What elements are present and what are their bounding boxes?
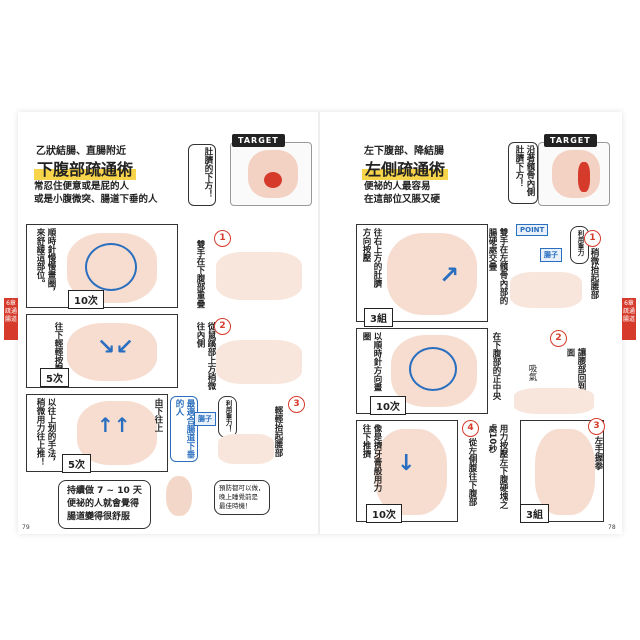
left-step3-label: 最適合腸道下垂的人 [170,396,198,462]
left-summary-aside: 預防都可以做， 晚上睡覺前是 最佳時機！ [214,480,270,515]
right-step3-count: 3組 [520,504,549,523]
left-step3-number: 3 [288,396,305,413]
left-step1-pose [216,252,302,300]
right-step2-bubble2: 以順時針方向畫圈 [361,332,382,392]
left-step3-bubble: 以往上划的手法，稍微用力往上推！ [35,398,56,466]
right-title: 左側疏通術 [362,156,449,180]
right-desc-1: 便祕的人最容易 [364,181,431,192]
right-step2-count: 10次 [370,396,406,415]
right-step1-pose [510,272,582,308]
right-target-highlight [578,162,590,192]
left-step1-text: 雙手在下腹部重疊 [195,240,205,308]
right-step3-text: 左手握拳 [593,436,603,470]
right-target-note: 沿著髖骨內側肚臍下方！ [508,142,538,204]
right-step2-text: 讓腰部回到地面 [565,348,586,399]
book-gutter [318,112,320,534]
right-step4-panel: ↓ [356,420,458,522]
left-step3-sticker: 利用重力！ [218,396,237,438]
right-step4-text: 從左側腹往下腹部 [467,438,477,506]
right-subhead: 左下腹部、降結腸 [364,146,444,157]
left-step3-count: 5次 [62,454,91,473]
left-target-note: 肚臍的下方！ [188,144,216,206]
left-desc-2: 或是小腹微突、腸道下垂的人 [34,194,158,205]
left-step1-circle-arrow [85,243,137,291]
right-point-label: POINT [516,224,549,236]
right-step4-number: 4 [462,420,479,437]
left-woman-illustration [166,476,192,516]
right-step1-number: 1 [584,230,601,247]
right-target-label: TARGET [544,134,597,147]
left-step2-number: 2 [214,318,231,335]
right-step1-text: 稍微抬起腰部 [589,248,599,299]
left-subhead: 乙狀結腸、直腸附近 [36,146,126,157]
right-step1-bubble: 雙手在左髖骨內部的腸硬處交疊 [487,228,508,305]
left-step3-sub: 由下往上 [153,398,163,432]
left-step2-bubble: 往下輕輕按壓 [53,322,63,373]
right-step1-illustration [387,233,477,315]
right-chapter-tab: 6章 疏通腸道 [622,298,636,340]
left-title: 下腹部疏通術 [34,156,137,180]
right-step1-panel: ↗ [356,224,488,322]
left-chapter-tab: 6章 疏通腸道 [4,298,18,340]
right-step1-bubble2: 往右上方的肚臍方向按壓 [361,228,382,288]
left-step3-panel: ↑↑ [26,394,168,472]
right-step2-circle-arrow [409,347,457,391]
left-step3-up-arrow-icon: ↑↑ [97,413,131,437]
right-point-sub: 腸子 [540,248,562,262]
left-step2-pose [216,340,302,384]
right-desc-2: 在這部位又脹又硬 [364,194,441,205]
right-page-number: 78 [608,524,616,531]
right-step2-breath: 吸氣 [527,364,537,381]
left-step3-pose [218,434,274,464]
right-target-illustration [552,150,600,198]
right-step3-number: 3 [588,418,605,435]
right-step2-number: 2 [550,330,567,347]
right-step1-count: 3組 [364,308,393,327]
left-step1-number: 1 [214,230,231,247]
left-desc-1: 常忍住便意或是屁的人 [34,181,130,192]
left-summary-note: 持續做 7 ~ 10 天 便祕的人就會覺得 腸道變得很舒服 [58,480,151,529]
right-step4-bubble: 像是擠牙膏般用力往下推擠 [361,424,382,492]
right-step2-pose [514,388,594,414]
left-step1-count: 10次 [68,290,104,309]
right-step4-down-arrow-icon: ↓ [397,451,416,476]
right-step4-illustration [375,429,447,515]
left-step3-text: 輕輕抬起腰部 [273,406,283,457]
left-step2-count: 5次 [40,368,69,387]
left-step2-illustration [67,323,157,381]
left-page-number: 79 [22,524,30,531]
right-step3-illustration [535,429,595,515]
right-step2-bubble: 在下腹部的正中央 [491,332,501,400]
left-target-highlight [264,172,282,188]
left-step3-sticker2: 腸子 [194,412,216,426]
left-page: 乙狀結腸、直腸附近 下腹部疏通術 常忍住便意或是屁的人 或是小腹微突、腸道下垂的… [18,112,318,534]
left-target-label: TARGET [232,134,285,147]
right-step4-count: 10次 [366,504,402,523]
right-page: 左下腹部、降結腸 左側疏通術 便祕的人最容易 在這部位又脹又硬 TARGET 沿… [320,112,620,534]
left-step2-arrow-icon: ↘↙ [97,335,134,360]
left-step1-bubble: 順時針慢慢畫圈，來舒緩這部位。 [35,228,56,296]
right-step3-bubble: 用力按壓左下腹硬塊之處10秒 [487,424,508,509]
right-step1-arrow-icon: ↗ [439,261,460,289]
left-step2-text: 從鼠蹊部上方稍微往內側 [195,322,216,390]
